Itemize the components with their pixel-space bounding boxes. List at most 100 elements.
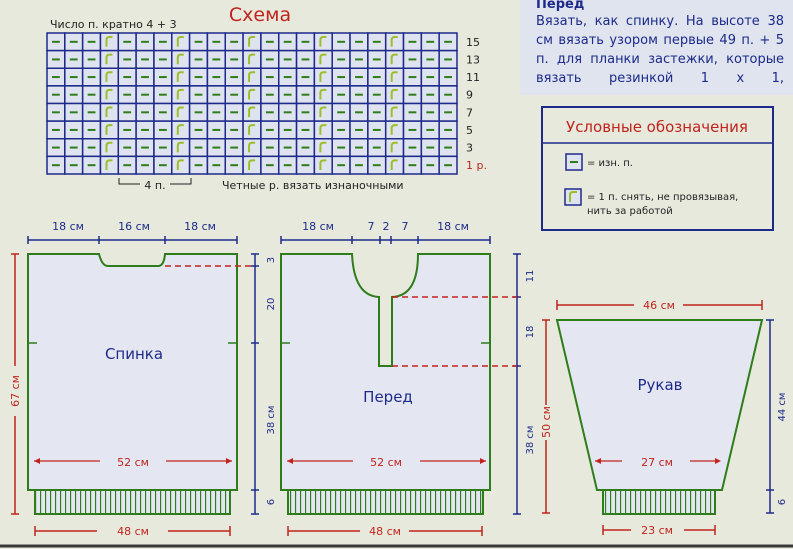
chart-cell bbox=[384, 49, 405, 69]
stitch-chart-grid bbox=[46, 32, 458, 175]
back-neck-depth-dim: 3 bbox=[266, 257, 277, 263]
sleeve-total-height-dim: 50 см bbox=[540, 406, 553, 438]
sleeve-label: Рукав bbox=[637, 376, 682, 394]
slip-stitch-icon bbox=[248, 36, 256, 47]
chart-cell bbox=[171, 138, 191, 158]
slip-stitch-icon bbox=[248, 141, 256, 153]
chart-cell bbox=[171, 85, 191, 105]
front-label: Перед bbox=[363, 388, 413, 406]
chart-cell bbox=[171, 32, 191, 52]
chart-cell bbox=[313, 85, 333, 105]
legend: Условные обозначения = изн. п. = 1 п. сн… bbox=[541, 106, 774, 231]
chart-cell bbox=[242, 67, 262, 87]
slip-stitch-icon bbox=[105, 124, 113, 135]
chart-cell bbox=[99, 102, 120, 122]
even-rows-note: Четные р. вязать изнаночными bbox=[222, 179, 404, 192]
slip-stitch-icon bbox=[390, 141, 398, 153]
chart-cell bbox=[384, 67, 405, 87]
row-label: 9 bbox=[466, 89, 473, 102]
back-total-height-dim: 67 см bbox=[9, 375, 22, 407]
chart-cell bbox=[242, 155, 262, 175]
legend-slip-label: = 1 п. снять, не провязывая, bbox=[587, 192, 738, 203]
chart-cell bbox=[313, 67, 333, 87]
chart-cell bbox=[99, 67, 120, 87]
front-placket-height-dim: 18 bbox=[525, 326, 536, 339]
row-label: 13 bbox=[466, 53, 480, 66]
chart-cell bbox=[384, 85, 405, 105]
legend-purl-label: = изн. п. bbox=[587, 158, 633, 169]
slip-stitch-icon bbox=[319, 36, 327, 47]
slip-stitch-icon bbox=[176, 124, 184, 135]
chart-cell bbox=[242, 102, 262, 122]
slip-stitch-icon bbox=[105, 88, 113, 100]
chart-cell bbox=[99, 49, 120, 69]
row-label: 1 р. bbox=[466, 159, 487, 172]
row-label: 5 bbox=[466, 124, 473, 137]
slip-stitch-icon bbox=[390, 88, 398, 100]
chart-cell bbox=[384, 102, 405, 122]
back-width-dim: 52 см bbox=[117, 456, 149, 469]
back-rib-dim: 48 см bbox=[117, 525, 149, 538]
front-shoulder-left-dim: 18 см bbox=[302, 220, 334, 233]
chart-cell bbox=[99, 138, 120, 158]
sleeve-piece: 46 см Рукав 27 см 23 см 50 см 44 см 6 bbox=[540, 299, 788, 537]
chart-cell bbox=[384, 155, 405, 175]
chart-cell bbox=[313, 32, 333, 52]
front-shoulder-right-dim: 18 см bbox=[437, 220, 469, 233]
back-neck-dim: 16 см bbox=[118, 220, 150, 233]
back-shoulder-right-dim: 18 см bbox=[184, 220, 216, 233]
sleeve-body-height-dim: 44 см bbox=[777, 393, 788, 422]
chart-cell bbox=[171, 49, 191, 69]
chart-cell bbox=[171, 67, 191, 87]
row-label: 7 bbox=[466, 106, 473, 119]
chart-cell bbox=[171, 120, 191, 140]
slip-stitch-icon bbox=[319, 71, 327, 82]
chart-cell bbox=[242, 120, 262, 140]
sleeve-top-width-dim: 46 см bbox=[643, 299, 675, 312]
chart-cell bbox=[242, 85, 262, 105]
chart-cell bbox=[242, 32, 262, 52]
slip-stitch-icon bbox=[176, 71, 184, 82]
slip-stitch-icon bbox=[105, 106, 113, 118]
slip-stitch-icon bbox=[319, 124, 327, 135]
back-label: Спинка bbox=[105, 345, 163, 363]
chart-cell bbox=[242, 49, 262, 69]
sleeve-rib-dim: 23 см bbox=[641, 524, 673, 537]
slip-stitch-icon bbox=[176, 141, 184, 153]
slip-stitch-icon bbox=[390, 124, 398, 135]
slip-stitch-icon bbox=[319, 106, 327, 118]
chart-cell bbox=[99, 155, 120, 175]
chart-cell bbox=[313, 138, 333, 158]
slip-stitch-icon bbox=[319, 159, 327, 170]
chart-cell bbox=[171, 102, 191, 122]
slip-stitch-icon bbox=[248, 124, 256, 135]
chart-cell bbox=[99, 120, 120, 140]
slip-stitch-icon bbox=[248, 53, 256, 65]
front-instructions-title: Перед bbox=[536, 0, 585, 12]
chart-subtitle: Число п. кратно 4 + 3 bbox=[50, 18, 177, 31]
sleeve-rib-height-dim: 6 bbox=[777, 499, 788, 505]
slip-stitch-icon bbox=[319, 88, 327, 100]
chart-cell bbox=[99, 32, 120, 52]
slip-stitch-icon bbox=[390, 159, 398, 170]
back-body-height-dim: 38 см bbox=[266, 406, 277, 435]
slip-stitch-icon bbox=[105, 53, 113, 65]
front-neck-right-dim: 7 bbox=[402, 220, 409, 233]
back-piece: 18 см 16 см 18 см Спинка 52 см 48 см 67 … bbox=[9, 220, 277, 538]
front-instructions-text: Вязать, как спинку. На высоте 38 см вяза… bbox=[536, 14, 784, 86]
slip-stitch-icon bbox=[390, 53, 398, 65]
row-label: 15 bbox=[466, 36, 480, 49]
front-rib-dim: 48 см bbox=[369, 525, 401, 538]
slip-stitch-icon bbox=[105, 141, 113, 153]
slip-stitch-icon bbox=[176, 159, 184, 170]
slip-stitch-icon bbox=[390, 36, 398, 47]
slip-stitch-icon bbox=[105, 159, 113, 170]
legend-title: Условные обозначения bbox=[566, 118, 748, 136]
slip-stitch-icon bbox=[319, 141, 327, 153]
slip-stitch-icon bbox=[248, 88, 256, 100]
front-width-dim: 52 см bbox=[370, 456, 402, 469]
front-placket-dim: 2 bbox=[383, 220, 390, 233]
chart-cell bbox=[384, 120, 405, 140]
